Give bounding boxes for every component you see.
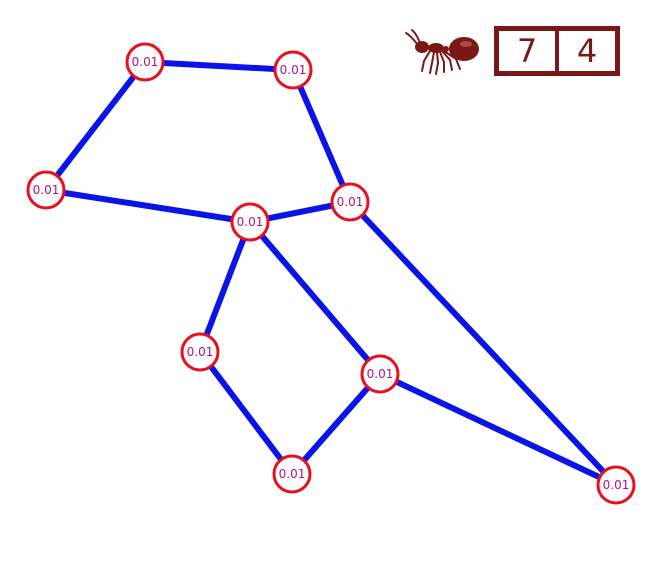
node-circle[interactable] <box>330 182 370 222</box>
graph-node[interactable]: 0.01 <box>273 50 313 90</box>
score-divider <box>555 31 559 71</box>
graph-edge <box>377 371 619 488</box>
graph-node[interactable]: 0.01 <box>125 42 165 82</box>
graph-edge <box>347 199 619 488</box>
node-circle[interactable] <box>596 465 636 505</box>
graph-edge <box>142 59 296 73</box>
graph-edge <box>197 349 295 477</box>
graph-edge <box>289 371 383 477</box>
node-circle[interactable] <box>272 454 312 494</box>
node-circle[interactable] <box>125 42 165 82</box>
graph-node[interactable]: 0.01 <box>596 465 636 505</box>
graph-node[interactable]: 0.01 <box>180 332 220 372</box>
ant-icon <box>404 27 480 79</box>
graph-edge <box>43 187 253 225</box>
node-circle[interactable] <box>230 202 270 242</box>
graph-edge <box>247 219 383 377</box>
node-circle[interactable] <box>360 354 400 394</box>
graph-edge <box>43 59 148 193</box>
score-right: 4 <box>576 32 598 70</box>
graph-node[interactable]: 0.01 <box>360 354 400 394</box>
graph-edge <box>290 67 353 205</box>
node-circle[interactable] <box>273 50 313 90</box>
score-display: 7 4 <box>494 26 620 76</box>
node-circle[interactable] <box>180 332 220 372</box>
score-left: 7 <box>516 32 538 70</box>
edges-layer <box>43 59 619 488</box>
graph-node[interactable]: 0.01 <box>330 182 370 222</box>
graph-node[interactable]: 0.01 <box>272 454 312 494</box>
graph-node[interactable]: 0.01 <box>26 170 66 210</box>
graph-node[interactable]: 0.01 <box>230 202 270 242</box>
graph-edge <box>197 219 253 355</box>
node-circle[interactable] <box>26 170 66 210</box>
